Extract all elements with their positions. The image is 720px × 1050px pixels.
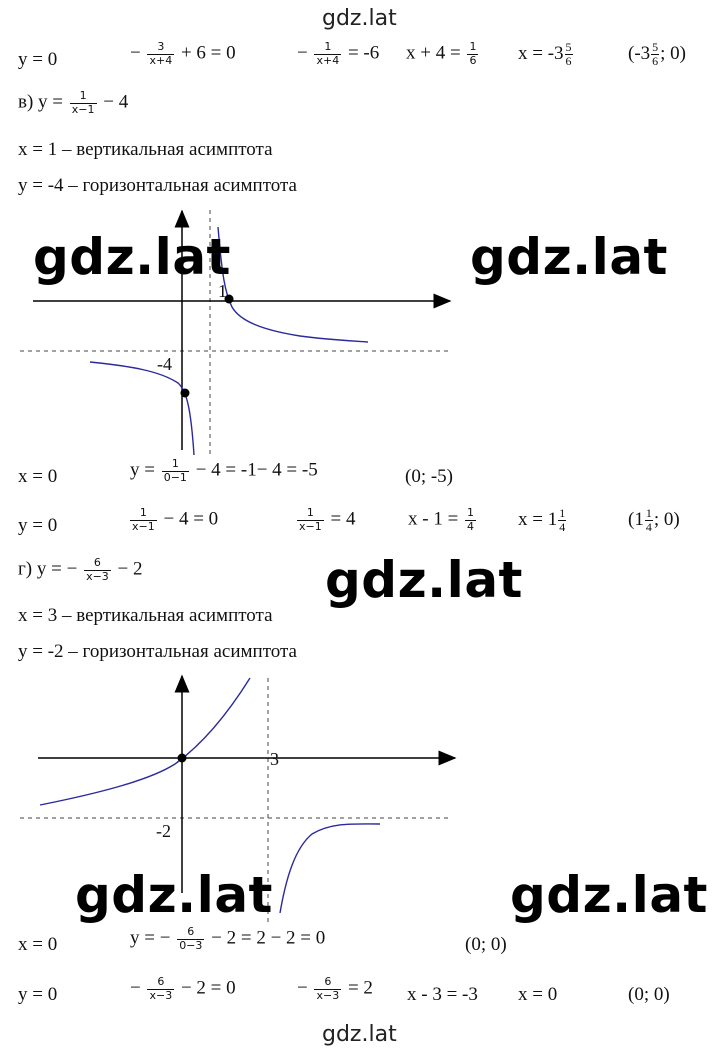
graph2-label-3: 3 <box>270 749 279 769</box>
graph1-point-x-intercept <box>224 294 234 304</box>
watermark-big-5: gdz.lat <box>510 866 708 924</box>
graph1-label-minus4: -4 <box>157 354 172 374</box>
graph2-point-origin <box>177 753 187 763</box>
row1-y0: y = 0 <box>18 49 58 70</box>
part-g-horizontal-asymptote: y = -2 – горизонтальная асимптота <box>18 641 297 662</box>
part-v-horizontal-asymptote: y = -4 – горизонтальная асимптота <box>18 175 297 196</box>
watermark-big-1: gdz.lat <box>33 228 231 286</box>
watermark-big-3: gdz.lat <box>325 551 523 609</box>
graph-part-g: 3 -2 <box>20 674 457 923</box>
part-v-vertical-asymptote: x = 1 – вертикальная асимптота <box>18 139 273 160</box>
graph2-label-minus2: -2 <box>156 821 171 841</box>
graph1-point-y-intercept <box>180 388 190 398</box>
part-v-x0-point: (0; -5) <box>405 466 454 487</box>
part-v-y0-label: y = 0 <box>18 515 58 536</box>
part-g-y0-eq4: x = 0 <box>518 984 558 1005</box>
watermark-bottom: gdz.lat <box>322 1022 397 1047</box>
part-g-vertical-asymptote: x = 3 – вертикальная асимптота <box>18 605 273 626</box>
part-v-x0-label: x = 0 <box>18 466 58 487</box>
part-g-x0-point: (0; 0) <box>465 934 507 955</box>
watermark-big-4: gdz.lat <box>75 866 273 924</box>
watermark-big-2: gdz.lat <box>470 228 668 286</box>
graph1-label-1: 1 <box>218 281 227 301</box>
part-g-y0-eq3: x - 3 = -3 <box>407 984 478 1005</box>
graph1-curve-right <box>217 226 369 343</box>
part-g-y0-label: y = 0 <box>18 984 58 1005</box>
graph-part-v: 1 -4 <box>20 209 452 456</box>
graph2-curve-right <box>279 823 381 914</box>
graph1-curve-left <box>89 361 195 456</box>
part-g-y0-point: (0; 0) <box>628 984 670 1005</box>
graph2-curve-left <box>39 677 251 806</box>
watermark-top: gdz.lat <box>322 6 397 31</box>
part-g-x0-label: x = 0 <box>18 934 58 955</box>
